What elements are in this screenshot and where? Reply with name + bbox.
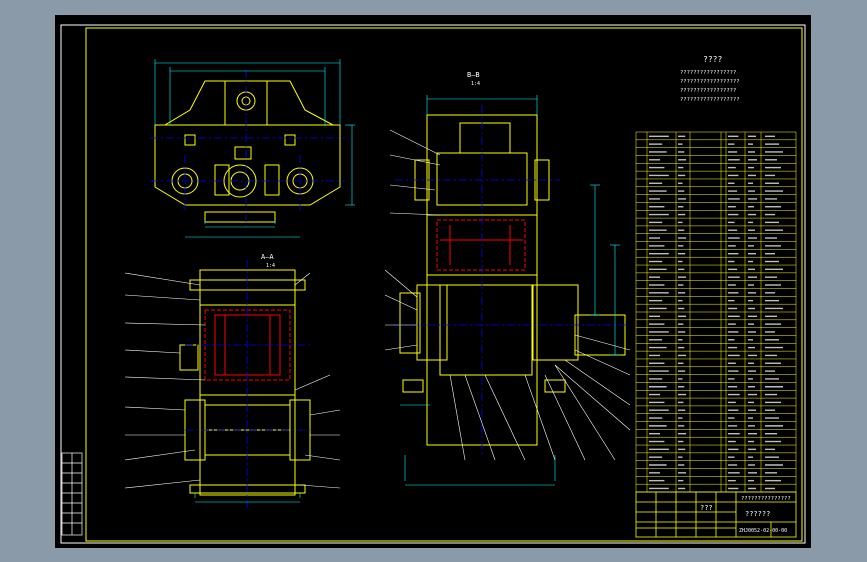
notes-title: ???? <box>703 55 722 64</box>
note-line: ????????????????? <box>680 70 736 76</box>
cad-drawing: ???? ????????????????? ?????????????????… <box>60 24 806 544</box>
cad-drawing-sheet: ???? ????????????????? ?????????????????… <box>55 15 811 548</box>
view-label-a-a: A—A <box>261 253 274 261</box>
spec-text: ??????????????? <box>741 496 791 502</box>
inner-frame <box>85 27 803 542</box>
outer-frame <box>60 24 806 544</box>
revision-strip <box>61 452 83 536</box>
technical-notes: ???? ????????????????? ?????????????????… <box>680 55 740 103</box>
parts-list-table <box>635 131 797 493</box>
section-scale: 1:4 <box>471 81 480 87</box>
company-name: ??? <box>700 504 713 512</box>
title-block: ??? ??????????????? ?????? ZHJ0052-02-00… <box>635 491 797 538</box>
note-line: ?????????????????? <box>680 79 740 85</box>
note-line: ????????????????? <box>680 88 736 94</box>
view-scale: 1:4 <box>266 263 275 269</box>
note-line: ?????????????????? <box>680 97 740 103</box>
top-view <box>150 59 355 238</box>
drawing-number: ZHJ0052-02-00-00 <box>739 528 787 534</box>
side-view-a-a <box>124 260 341 510</box>
section-view-b-b <box>384 95 631 486</box>
drawing-name: ?????? <box>745 510 770 518</box>
section-label-b-b: B—B <box>467 71 480 79</box>
